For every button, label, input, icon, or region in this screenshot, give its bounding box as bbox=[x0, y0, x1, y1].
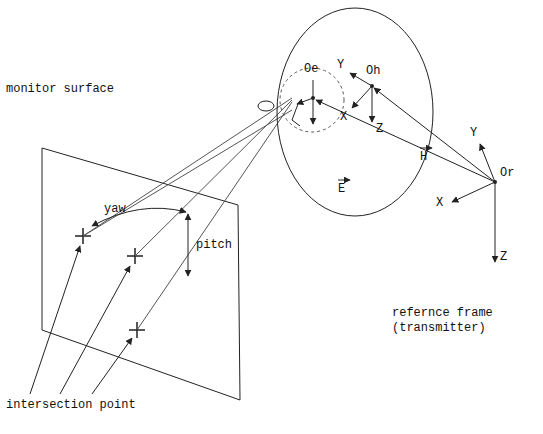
vector-e bbox=[316, 100, 495, 182]
axis bbox=[313, 98, 314, 124]
vector-mark bbox=[338, 180, 350, 181]
leader-line bbox=[60, 266, 130, 394]
plane-name: monitor surface bbox=[6, 82, 114, 97]
origin-dot bbox=[370, 84, 374, 88]
axis-name: X bbox=[340, 110, 347, 125]
angle-name: yaw bbox=[104, 202, 126, 217]
eye-region bbox=[280, 68, 344, 132]
vector-mark bbox=[420, 148, 432, 149]
eye bbox=[258, 101, 274, 111]
axis-name: Y bbox=[470, 126, 477, 141]
leader-line bbox=[92, 338, 132, 394]
pitch-arrow bbox=[188, 214, 189, 276]
axis bbox=[352, 86, 372, 108]
axis bbox=[495, 182, 496, 262]
axis-name: Y bbox=[337, 58, 344, 73]
axis bbox=[372, 86, 373, 122]
vector-name: H bbox=[420, 150, 427, 165]
origin-name: Oe bbox=[304, 62, 318, 77]
axis bbox=[480, 144, 495, 182]
origin-name: Or bbox=[500, 166, 514, 181]
monitor-plane bbox=[42, 148, 240, 400]
origin-dot bbox=[493, 180, 497, 184]
axis-name: X bbox=[436, 196, 443, 211]
frame-caption: refernce frame (transmitter) bbox=[392, 306, 504, 336]
point-label: intersection point bbox=[6, 398, 136, 413]
angle-name: pitch bbox=[196, 238, 232, 253]
origin-dot bbox=[311, 96, 315, 100]
axis bbox=[452, 182, 495, 202]
vector-name: E bbox=[338, 182, 345, 197]
head-outline bbox=[277, 8, 433, 216]
axis bbox=[313, 80, 314, 98]
axis bbox=[297, 98, 313, 104]
axis-name: Z bbox=[500, 250, 507, 265]
nose bbox=[292, 104, 300, 126]
origin-name: Oh bbox=[366, 64, 380, 79]
axis-name: Z bbox=[376, 122, 383, 137]
